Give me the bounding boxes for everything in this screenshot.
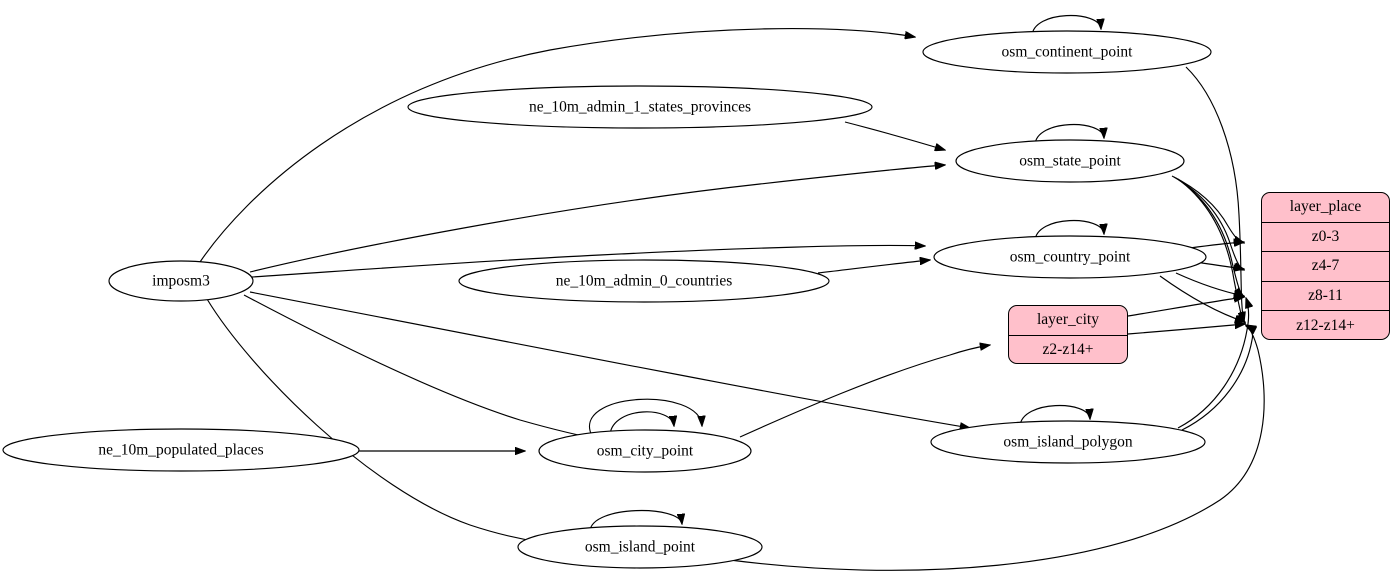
layer_place-port-z12-z14[interactable]: z12-z14+: [1296, 317, 1355, 335]
node-shape-osm_island_polygon[interactable]: [930, 420, 1206, 464]
edge-osm_city_point-to-layer_city-z2-z14+: [739, 345, 990, 438]
layer_place-header: layer_place: [1262, 193, 1389, 223]
node-label-osm_island_polygon: osm_island_polygon: [1003, 433, 1133, 451]
layer_city-port-z2-z14[interactable]: z2-z14+: [1042, 341, 1094, 359]
node-shape-osm_city_point[interactable]: [538, 429, 752, 473]
edge-osm_country_point-to-layer_place-z12-z14+: [1159, 275, 1245, 322]
record-node-layer_place[interactable]: layer_place z0-3 z4-7 z8-11 z12-z14+: [1261, 192, 1390, 340]
node-shape-osm_island_point[interactable]: [517, 525, 763, 569]
self-loop-osm_state_point: [1034, 123, 1104, 146]
edges-ne-sources: [359, 121, 945, 451]
node-shape-ne_10m_populated_places[interactable]: [2, 428, 360, 472]
node-shape-osm_country_point[interactable]: [933, 235, 1207, 279]
node-label-imposm3: imposm3: [152, 272, 210, 290]
layer_place-port-z8-11[interactable]: z8-11: [1262, 282, 1389, 312]
edge-ne_10m_admin_0_countries-to-osm_country_point: [817, 260, 930, 274]
self-loop-osm_island_point: [589, 510, 682, 532]
node-label-osm_country_point: osm_country_point: [1009, 248, 1131, 266]
edge-layer_city-to-layer_place-z12-z14+: [1127, 324, 1245, 335]
edges-to-layer-city: [739, 345, 990, 438]
node-label-osm_island_point: osm_island_point: [584, 538, 696, 556]
node-shape-ne_10m_admin_1_states_provinces[interactable]: [407, 85, 873, 129]
edges-imposm3: [199, 28, 970, 543]
layer_place-port-z0-3[interactable]: z0-3: [1262, 223, 1389, 253]
self-loop-osm_island_polygon: [1019, 404, 1090, 427]
edge-osm_island_point-to-layer_place-z12-z14+: [729, 326, 1265, 571]
edges-to-layer-place: [729, 66, 1265, 571]
edge-layer_city-to-layer_place-z8-11: [1127, 297, 1244, 317]
self-loop-inner-osm_city_point: [609, 411, 674, 435]
self-loop-osm_country_point: [1034, 219, 1104, 242]
node-label-ne_10m_admin_1_states_provinces: ne_10m_admin_1_states_provinces: [528, 98, 752, 116]
node-label-ne_10m_admin_0_countries: ne_10m_admin_0_countries: [555, 272, 733, 290]
edge-osm_island_polygon-to-layer_place-z8-11: [1177, 298, 1249, 429]
edge-imposm3-to-osm_city_point: [243, 294, 608, 441]
node-shape-osm_state_point[interactable]: [955, 139, 1185, 183]
node-label-osm_city_point: osm_city_point: [596, 442, 694, 460]
edge-osm_country_point-to-layer_place-z0-3: [1189, 242, 1244, 249]
edge-imposm3-to-osm_island_polygon: [249, 291, 970, 428]
edge-imposm3-to-osm_continent_point: [199, 28, 915, 263]
self-loop-osm_continent_point: [1031, 14, 1101, 37]
node-shape-imposm3[interactable]: [108, 260, 254, 302]
edge-imposm3-to-osm_state_point: [249, 165, 945, 273]
edge-ne_10m_admin_1_states_provinces-to-osm_state_point: [844, 121, 945, 150]
record-node-layer_city[interactable]: layer_city z2-z14+: [1008, 305, 1128, 364]
edge-imposm3-to-osm_country_point: [251, 245, 925, 278]
layer_city-header: layer_city: [1009, 306, 1127, 336]
node-label-osm_continent_point: osm_continent_point: [1001, 43, 1133, 61]
node-label-osm_state_point: osm_state_point: [1019, 152, 1121, 170]
self-loop-outer-osm_city_point: [588, 398, 702, 437]
self-loops: [588, 14, 1104, 532]
node-label-ne_10m_populated_places: ne_10m_populated_places: [98, 441, 264, 459]
node-shape-ne_10m_admin_0_countries[interactable]: [458, 259, 830, 303]
edge-osm_state_point-to-layer_place-z12-z14+: [1177, 178, 1245, 323]
edge-imposm3-to-osm_island_point: [206, 298, 545, 543]
node-shape-osm_continent_point[interactable]: [922, 30, 1212, 74]
layer_place-port-z4-7[interactable]: z4-7: [1262, 252, 1389, 282]
